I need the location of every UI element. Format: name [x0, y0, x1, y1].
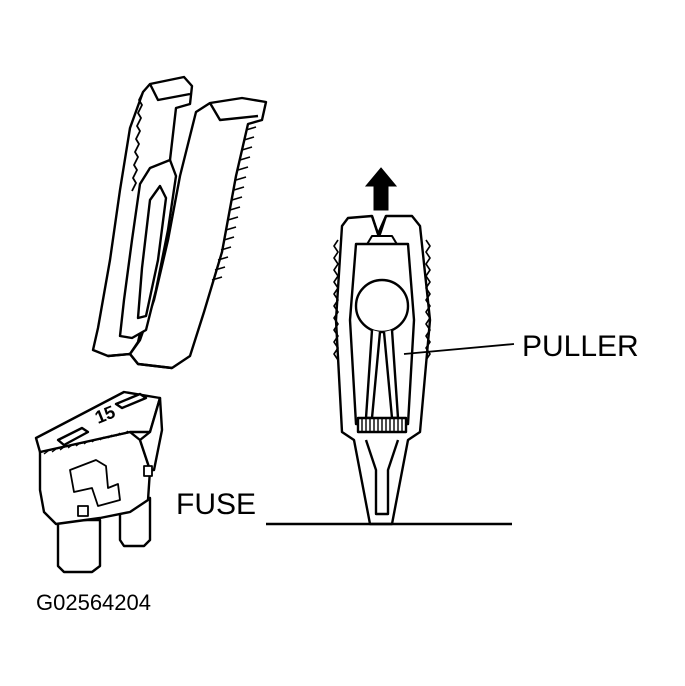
puller-front-view [333, 214, 432, 526]
figure-code: G02564204 [36, 590, 151, 615]
puller-perspective [91, 75, 268, 370]
fuse-perspective: 15 [34, 390, 164, 574]
fuse-label: FUSE [176, 488, 256, 521]
puller-leader-line [403, 343, 515, 355]
pull-direction-arrow-icon [364, 167, 398, 211]
puller-label: PULLER [522, 330, 639, 363]
